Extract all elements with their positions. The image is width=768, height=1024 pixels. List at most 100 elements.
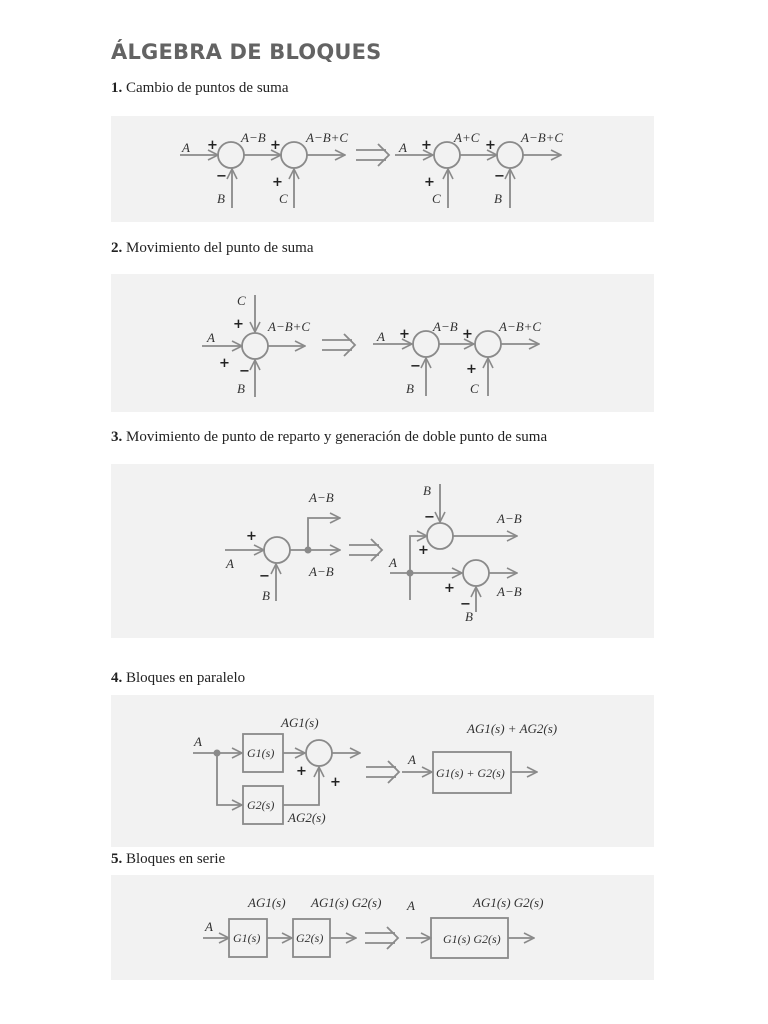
summing-point-exchange-diagram: A + − B A−B + + C A−B+C A + + C A+C + − … [180,130,563,208]
svg-text:B: B [494,191,502,206]
svg-text:−: − [460,597,471,612]
svg-text:+: + [233,317,244,332]
svg-text:AG1(s) + AG2(s): AG1(s) + AG2(s) [466,721,557,736]
takeoff-point-dot [213,749,221,757]
svg-text:+: + [272,175,283,190]
svg-text:A: A [181,140,190,155]
svg-text:A−B: A−B [496,584,522,599]
svg-text:G1(s) + G2(s): G1(s) + G2(s) [436,766,505,780]
implies-arrow [322,333,357,357]
svg-text:B: B [406,381,414,396]
diagram-panel-summing-point-exchange: A + − B A−B + + C A−B+C A + + C A+C + − … [111,116,654,222]
svg-text:G1(s): G1(s) [247,746,274,760]
svg-text:−: − [239,364,250,379]
svg-text:G1(s) G2(s): G1(s) G2(s) [443,932,501,946]
svg-text:G2(s): G2(s) [296,931,323,945]
section-number: 2. [111,240,123,256]
svg-text:C: C [237,293,246,308]
implies-arrow [356,143,391,167]
takeoff-point-movement-diagram: + A − B A−B A−B B − + A−B A + − A−B B [225,483,522,624]
section-number: 3. [111,429,123,445]
svg-text:A−B+C: A−B+C [520,130,563,145]
section-number: 5. [111,851,123,867]
svg-text:C: C [470,381,479,396]
svg-text:A−B: A−B [308,490,334,505]
implies-arrow [365,926,400,950]
takeoff-point-dot [406,569,414,577]
svg-text:+: + [399,327,410,342]
svg-text:A: A [204,919,213,934]
svg-text:C: C [432,191,441,206]
svg-text:B: B [423,483,431,498]
section-1-heading: 1. Cambio de puntos de suma [111,80,288,97]
section-title: Movimiento del punto de suma [126,240,314,256]
svg-text:+: + [485,138,496,153]
implies-arrow [366,760,401,784]
section-title: Cambio de puntos de suma [126,80,289,96]
svg-text:AG1(s): AG1(s) [280,715,319,730]
svg-text:+: + [462,327,473,342]
parallel-blocks-diagram: A G1(s) G2(s) AG1(s) AG2(s) + + A G1(s) … [193,715,557,825]
diagram-panel-parallel-blocks: A G1(s) G2(s) AG1(s) AG2(s) + + A G1(s) … [111,695,654,847]
svg-text:A: A [206,330,215,345]
section-5-heading: 5. Bloques en serie [111,851,225,868]
summing-point-movement-diagram: C + A + − B A−B+C A + − B A−B + + C A−B+… [202,293,541,397]
svg-text:A−B+C: A−B+C [498,319,541,334]
svg-text:+: + [207,138,218,153]
svg-text:−: − [259,569,270,584]
section-title: Bloques en serie [126,851,226,867]
section-number: 4. [111,670,123,686]
svg-text:A−B: A−B [308,564,334,579]
svg-text:+: + [418,543,429,558]
svg-text:+: + [421,138,432,153]
svg-text:+: + [444,581,455,596]
diagram-panel-summing-point-movement: C + A + − B A−B+C A + − B A−B + + C A−B+… [111,274,654,412]
implies-arrow [349,538,384,562]
svg-text:A−B: A−B [240,130,266,145]
svg-text:A−B: A−B [432,319,458,334]
section-2-heading: 2. Movimiento del punto de suma [111,240,313,257]
svg-text:A−B+C: A−B+C [305,130,348,145]
svg-text:+: + [466,362,477,377]
svg-text:A−B: A−B [496,511,522,526]
svg-text:+: + [246,529,257,544]
svg-text:A: A [407,752,416,767]
svg-text:−: − [410,359,421,374]
section-title: Movimiento de punto de reparto y generac… [126,429,548,445]
section-title: Bloques en paralelo [126,670,246,686]
svg-text:+: + [330,775,341,790]
series-blocks-diagram: A G1(s) G2(s) AG1(s) AG1(s) G2(s) A G1(s… [203,895,543,959]
svg-text:B: B [217,191,225,206]
diagram-panel-series-blocks: A G1(s) G2(s) AG1(s) AG1(s) G2(s) A G1(s… [111,875,654,980]
svg-text:A: A [398,140,407,155]
svg-text:A: A [193,734,202,749]
section-4-heading: 4. Bloques en paralelo [111,670,245,687]
svg-text:+: + [424,175,435,190]
svg-text:AG1(s): AG1(s) [247,895,286,910]
svg-text:B: B [465,609,473,624]
svg-text:+: + [296,764,307,779]
svg-text:A−B+C: A−B+C [267,319,310,334]
svg-text:−: − [424,510,435,525]
svg-text:B: B [237,381,245,396]
svg-text:−: − [216,169,227,184]
takeoff-point-dot [304,546,312,554]
section-3-heading: 3. Movimiento de punto de reparto y gene… [111,429,547,446]
svg-text:A: A [376,329,385,344]
svg-text:AG2(s): AG2(s) [287,810,326,825]
svg-text:A+C: A+C [453,130,480,145]
svg-text:A: A [225,556,234,571]
page-title: ÁLGEBRA DE BLOQUES [111,40,382,64]
svg-text:G1(s): G1(s) [233,931,260,945]
svg-text:C: C [279,191,288,206]
svg-text:G2(s): G2(s) [247,798,274,812]
svg-text:+: + [219,356,230,371]
diagram-panel-takeoff-point-movement: + A − B A−B A−B B − + A−B A + − A−B B [111,464,654,638]
svg-text:+: + [270,138,281,153]
svg-text:A: A [406,898,415,913]
section-number: 1. [111,80,123,96]
svg-text:AG1(s) G2(s): AG1(s) G2(s) [472,895,543,910]
svg-text:B: B [262,588,270,603]
svg-text:AG1(s) G2(s): AG1(s) G2(s) [310,895,381,910]
svg-text:A: A [388,555,397,570]
